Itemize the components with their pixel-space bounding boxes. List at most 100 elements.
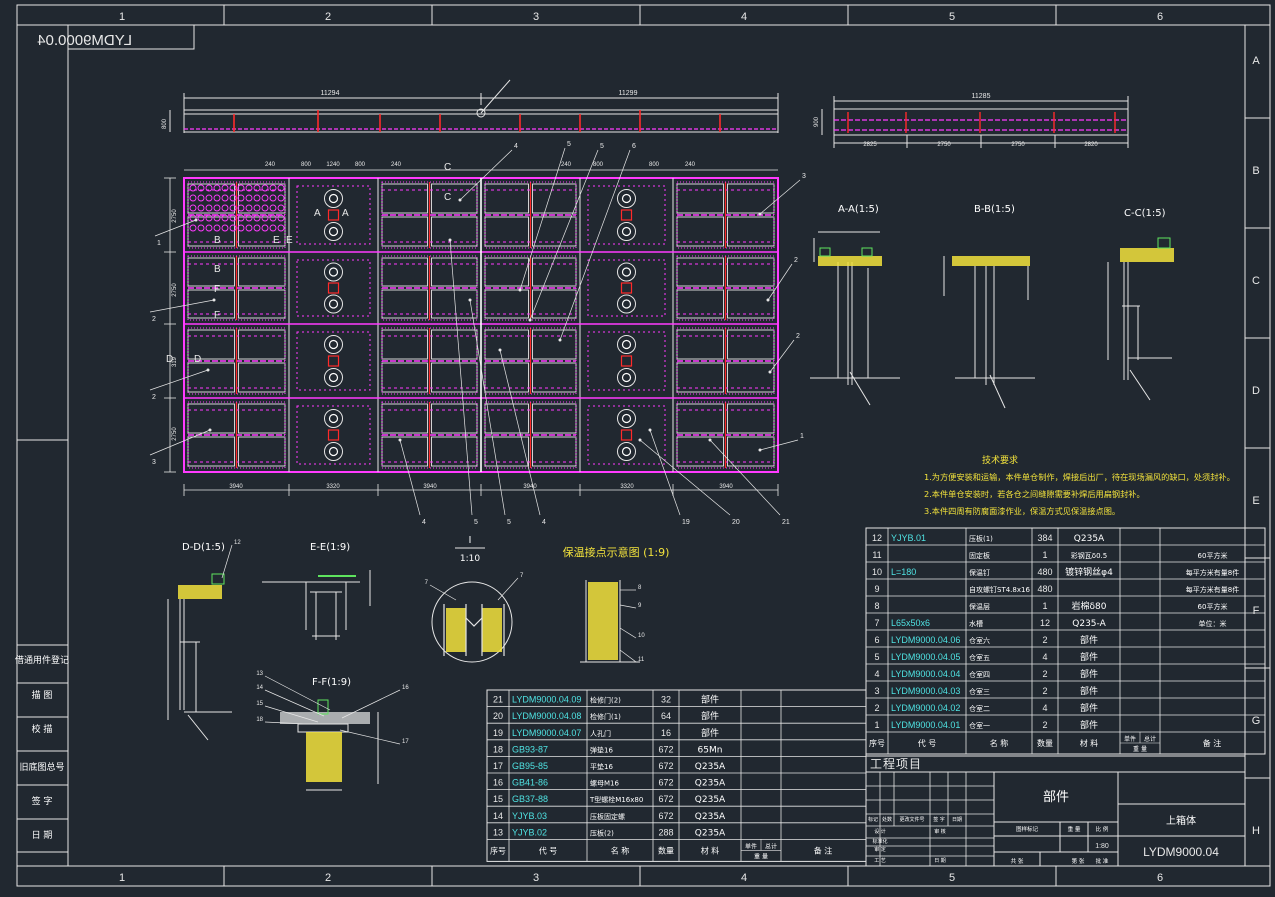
mesh-cell xyxy=(253,224,261,232)
hatch-door xyxy=(532,329,577,360)
mesh-cell xyxy=(205,214,213,222)
dim-text: 2820 xyxy=(1084,142,1098,148)
callout-number: 3 xyxy=(802,173,806,180)
row-label: D xyxy=(1252,385,1260,397)
detail-scale: 1:10 xyxy=(460,554,480,564)
view-title: E-E(1:9) xyxy=(310,542,350,553)
mesh-cell xyxy=(253,194,261,202)
tb-label: 设 计 xyxy=(874,828,886,835)
bom-header: 材 料 xyxy=(701,845,720,855)
valve-box xyxy=(620,209,633,221)
mesh-cell xyxy=(253,184,261,192)
hatch-door xyxy=(238,183,286,214)
bom-code: GB95-85 xyxy=(512,761,548,771)
bom-mat: 部件 xyxy=(1080,702,1098,714)
view-title: C-C(1:5) xyxy=(1124,208,1166,219)
leader-line xyxy=(149,429,211,456)
valve-core xyxy=(328,299,339,309)
dim-text: 900 xyxy=(814,116,820,127)
leader-line xyxy=(769,339,795,373)
bom-code: LYDM9000.04.05 xyxy=(891,652,960,662)
leader-line xyxy=(264,675,331,711)
detail-label: I xyxy=(469,535,472,546)
bom-qty: 1 xyxy=(1042,550,1047,560)
callout-number: 15 xyxy=(256,701,263,707)
bom-code: LYDM9000.04.09 xyxy=(512,695,581,705)
hatch-door xyxy=(431,183,478,214)
bom-header: 备 注 xyxy=(1203,738,1222,748)
bom-name: 检修门(2) xyxy=(590,696,621,705)
mesh-cell xyxy=(277,224,285,232)
leader-line xyxy=(399,439,421,516)
callout-number: 2 xyxy=(152,316,156,323)
dim-text: 3320 xyxy=(620,484,634,490)
mesh-cell xyxy=(245,224,253,232)
leader-line xyxy=(264,689,325,717)
row-label: H xyxy=(1252,825,1260,837)
callout-number: 21 xyxy=(782,519,790,526)
callout-number: 17 xyxy=(402,739,409,745)
bom-header: 名 称 xyxy=(611,845,630,855)
valve-frame xyxy=(587,405,666,465)
mesh-cell xyxy=(221,194,229,202)
valve-box xyxy=(620,429,633,441)
hatch-door xyxy=(381,329,428,360)
leader-dot xyxy=(498,348,502,352)
bom-name: 仓室二 xyxy=(969,704,990,713)
tb-label: 共 张 xyxy=(1011,857,1024,865)
leader-line xyxy=(619,649,637,663)
hatch-door xyxy=(484,329,529,360)
leader-line xyxy=(619,604,637,609)
section-ee: E-E(1:9) xyxy=(262,542,371,640)
mesh-cell xyxy=(269,224,277,232)
valve-box xyxy=(327,429,340,441)
leader-dot xyxy=(458,198,462,202)
view-title: 保温接点示意图 (1:9) xyxy=(563,545,670,559)
mesh-cell xyxy=(189,224,197,232)
bom-no: 21 xyxy=(493,695,503,705)
mesh-cell xyxy=(237,204,245,212)
strip-label: 描 图 xyxy=(32,689,53,701)
callout-number: 13 xyxy=(256,671,263,677)
mesh-cell xyxy=(229,194,237,202)
valve-frame xyxy=(587,185,666,245)
bom-code: LYDM9000.04.03 xyxy=(891,686,960,696)
bom-header: 总计 xyxy=(1144,735,1156,743)
bom-qty: 2 xyxy=(1042,686,1047,696)
callout-number: 2 xyxy=(796,333,800,340)
leader-dot xyxy=(194,218,198,222)
bom-qty: 480 xyxy=(1037,567,1052,577)
section-cc: C-C(1:5) xyxy=(1107,208,1174,401)
bom-mat: 部件 xyxy=(701,694,719,706)
leader-dot xyxy=(206,368,210,372)
side-elevation: 11285 900 2825 2750 2750 2820 xyxy=(814,93,1129,148)
dim-text: 3940 xyxy=(229,484,243,490)
hatch-door xyxy=(238,436,286,467)
section-mark: F xyxy=(214,284,220,295)
tb-label: 标记 xyxy=(868,816,878,823)
leader-line xyxy=(449,239,473,516)
bom-code: L65x50x6 xyxy=(891,618,930,628)
bom-name: 固定板 xyxy=(969,551,990,560)
bom-mat: 岩棉δ80 xyxy=(1072,600,1107,612)
leader-line xyxy=(154,219,197,237)
mesh-cell xyxy=(261,204,269,212)
leader-line xyxy=(709,439,781,516)
valve-core xyxy=(621,299,632,309)
dim-text: 2825 xyxy=(863,142,877,148)
leader-line xyxy=(529,149,599,321)
bom-qty: 4 xyxy=(1042,652,1047,662)
bolt-row xyxy=(381,181,478,249)
mesh-cell xyxy=(269,194,277,202)
col-label: 2 xyxy=(325,11,331,23)
mesh-cell xyxy=(253,204,261,212)
tb-label: 审 核 xyxy=(934,828,946,835)
mesh-cell xyxy=(213,184,221,192)
tb-label: 工 艺 xyxy=(874,858,886,864)
section-aa: A-A(1:5) xyxy=(810,204,900,406)
hatch-door xyxy=(187,257,235,287)
mesh-cell xyxy=(213,204,221,212)
bom-qty: 2 xyxy=(1042,720,1047,730)
